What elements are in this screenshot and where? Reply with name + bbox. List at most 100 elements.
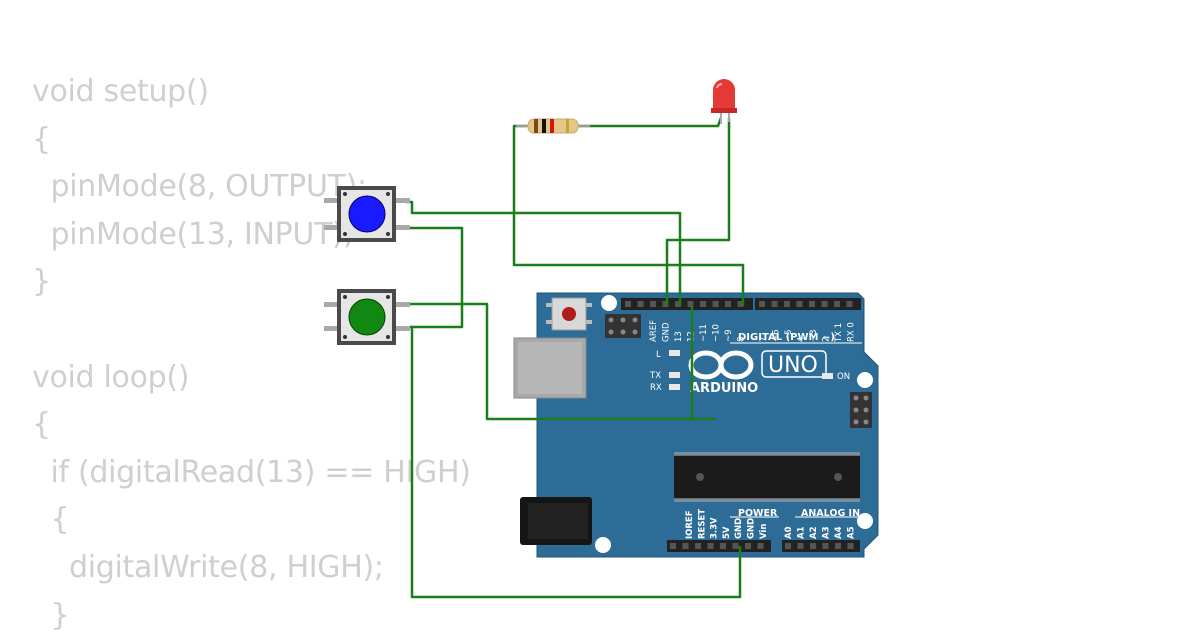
analog-pin-label: A1: [797, 526, 807, 539]
header-pin[interactable]: [785, 543, 791, 549]
digital-pin-label: ~9: [724, 329, 734, 342]
mounting-hole: [595, 537, 611, 553]
reset-button[interactable]: [546, 297, 592, 331]
wire-resistor-to-led[interactable]: [578, 117, 723, 128]
header-pin[interactable]: [847, 543, 854, 549]
header-pin[interactable]: [834, 301, 840, 307]
arduino-logo-text: ARDUINO: [690, 381, 758, 396]
code-line: digitalWrite(8, HIGH);: [32, 549, 384, 585]
led-l-icon: [669, 350, 680, 356]
digital-pin-label: RX 0: [847, 322, 857, 342]
wire-resistor-to-pin8[interactable]: [512, 124, 745, 306]
microcontroller-chip: [674, 452, 860, 502]
digital-pin-label: ~11: [699, 324, 709, 342]
header-pin[interactable]: [670, 543, 676, 549]
wire-green-button-to-5v[interactable]: [406, 302, 716, 421]
code-line: {: [32, 502, 70, 538]
power-pin-label: 5V: [722, 526, 732, 539]
digital-pin-label: 13: [674, 331, 684, 342]
green-push-button[interactable]: [324, 289, 410, 345]
header-pin[interactable]: [682, 543, 689, 549]
header-pin[interactable]: [637, 301, 644, 307]
code-line: }: [32, 597, 70, 633]
mounting-hole: [601, 295, 617, 311]
resistor[interactable]: [516, 118, 590, 134]
header-pin[interactable]: [771, 301, 778, 307]
code-line: void setup(): [32, 74, 209, 109]
header-pin[interactable]: [662, 301, 669, 307]
led-l-label: L: [656, 350, 661, 360]
digital-pin-label: AREF: [649, 320, 659, 342]
power-pin-label: GND: [747, 518, 757, 539]
code-line: {: [32, 407, 51, 443]
analog-label: ANALOG IN: [801, 508, 860, 519]
red-led[interactable]: [711, 79, 737, 124]
wire-blue-button-to-pin13[interactable]: [406, 200, 682, 306]
digital-pin-label: ~3: [809, 329, 819, 342]
header-pin[interactable]: [712, 301, 719, 307]
header-pin[interactable]: [650, 301, 656, 307]
power-label: POWER: [738, 508, 778, 519]
code-line: {: [32, 121, 51, 157]
header-pin[interactable]: [732, 543, 739, 549]
header-pin[interactable]: [745, 543, 751, 549]
rx-label: RX: [650, 383, 662, 393]
led-on-icon: [822, 373, 833, 379]
wire-green-button-to-gnd[interactable]: [410, 325, 742, 599]
uno-label: UNO: [768, 353, 818, 378]
header-pin[interactable]: [835, 543, 841, 549]
header-pin[interactable]: [695, 543, 701, 549]
tx-label: TX: [649, 371, 661, 381]
digital-pin-label: ~5: [784, 329, 794, 342]
usb-connector: [513, 337, 587, 399]
header-pin[interactable]: [687, 301, 694, 307]
power-jack: [520, 497, 592, 545]
on-label: ON: [837, 372, 850, 382]
header-pin[interactable]: [700, 301, 706, 307]
icsp-header: [605, 314, 641, 338]
header-pin[interactable]: [725, 301, 731, 307]
code-line: void loop(): [32, 359, 190, 395]
power-header: [667, 540, 860, 552]
header-pin[interactable]: [846, 301, 853, 307]
header-pin[interactable]: [809, 301, 815, 307]
blue-push-button[interactable]: [324, 186, 410, 242]
digital-pin-label: GND: [662, 322, 672, 342]
power-pin-label: Vin: [759, 524, 769, 539]
code-line: if (digitalRead(13) == HIGH): [32, 454, 471, 490]
digital-header-label: DIGITAL (PWM ~): [738, 332, 835, 343]
header-pin[interactable]: [625, 301, 631, 307]
header-pin[interactable]: [796, 301, 803, 307]
header-pin[interactable]: [759, 301, 765, 307]
header-pin[interactable]: [797, 543, 804, 549]
mounting-hole: [857, 372, 873, 388]
analog-pin-label: A3: [822, 526, 832, 539]
analog-pin-label: A0: [784, 526, 794, 539]
led-rx-icon: [669, 384, 680, 390]
analog-pin-label: A4: [834, 526, 844, 539]
wire-led-to-gnd[interactable]: [665, 118, 731, 306]
header-pin[interactable]: [822, 543, 829, 549]
header-pin[interactable]: [737, 301, 744, 307]
header-pin[interactable]: [720, 543, 726, 549]
header-pin[interactable]: [675, 301, 681, 307]
header-pin[interactable]: [821, 301, 828, 307]
wire-blue-to-green-button[interactable]: [406, 226, 464, 329]
uno-badge: [761, 350, 827, 378]
code-line: pinMode(13, INPUT);: [32, 216, 354, 252]
digital-pin-label: 4: [797, 337, 807, 342]
header-pin[interactable]: [810, 543, 816, 549]
header-pin[interactable]: [784, 301, 790, 307]
digital-pin-label: 2: [822, 337, 832, 342]
code-line: }: [32, 264, 51, 300]
header-pin[interactable]: [707, 543, 714, 549]
digital-pin-label: ~6: [772, 329, 782, 342]
header-pin[interactable]: [757, 543, 764, 549]
digital-header: [621, 298, 861, 310]
analog-pin-label: A5: [847, 526, 857, 539]
wires: [406, 117, 745, 599]
